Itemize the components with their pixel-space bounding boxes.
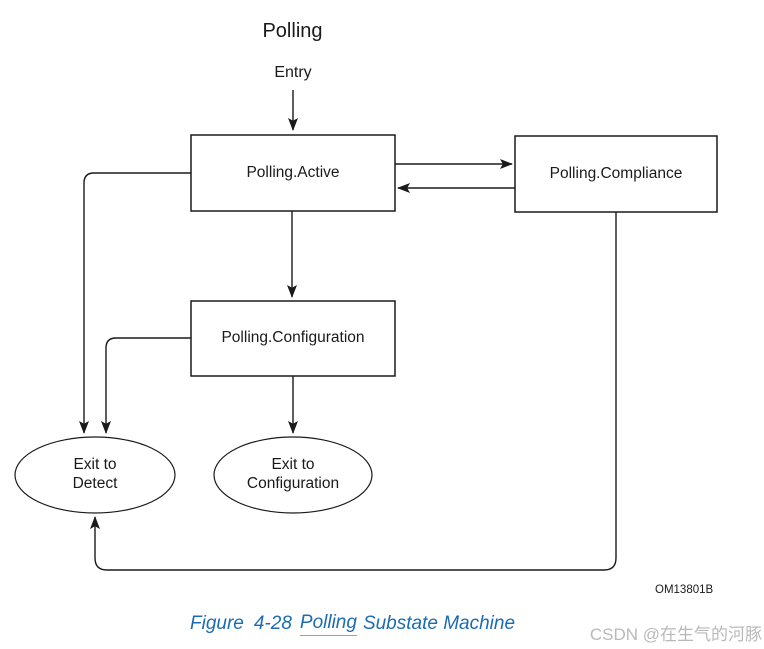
- state-box-polling-active: [190, 134, 396, 212]
- arrow-compliance-to-exit-detect: [90, 212, 617, 571]
- exit-to-configuration-ellipse: [213, 436, 373, 514]
- csdn-watermark: CSDN @在生气的河豚: [589, 624, 762, 644]
- arrow-configuration-to-exit-detect: [101, 337, 191, 434]
- exit-to-configuration-line2: Configuration: [246, 475, 340, 492]
- arrow-active-to-exit-detect: [79, 172, 191, 434]
- exit-to-configuration-line1: Exit to: [271, 456, 315, 473]
- exit-to-detect-line1: Exit to: [73, 456, 117, 473]
- exit-to-detect-line2: Detect: [72, 475, 118, 492]
- figure-caption: Figure 4-28 Polling Substate Machine: [190, 610, 515, 638]
- figure-caption-rest: Substate Machine: [362, 613, 516, 634]
- state-box-polling-configuration: [190, 300, 396, 377]
- exit-to-detect-ellipse: [14, 436, 176, 514]
- exit-to-configuration-label: Exit to Configuration: [213, 452, 373, 496]
- exit-to-detect-label: Exit to Detect: [25, 452, 165, 496]
- state-box-polling-compliance: [514, 135, 718, 213]
- diagram-title: Polling: [262, 19, 323, 42]
- part-number-label: OM13801B: [655, 584, 714, 597]
- state-label-polling-active: Polling.Active: [246, 163, 340, 181]
- state-label-polling-configuration: Polling.Configuration: [221, 329, 365, 347]
- entry-label: Entry: [274, 64, 312, 82]
- state-label-polling-compliance: Polling.Compliance: [549, 164, 683, 182]
- figure-caption-word-figure: Figure: [190, 613, 244, 634]
- figure-caption-number: 4-28: [253, 613, 292, 634]
- figure-caption-word-polling: Polling: [299, 612, 357, 636]
